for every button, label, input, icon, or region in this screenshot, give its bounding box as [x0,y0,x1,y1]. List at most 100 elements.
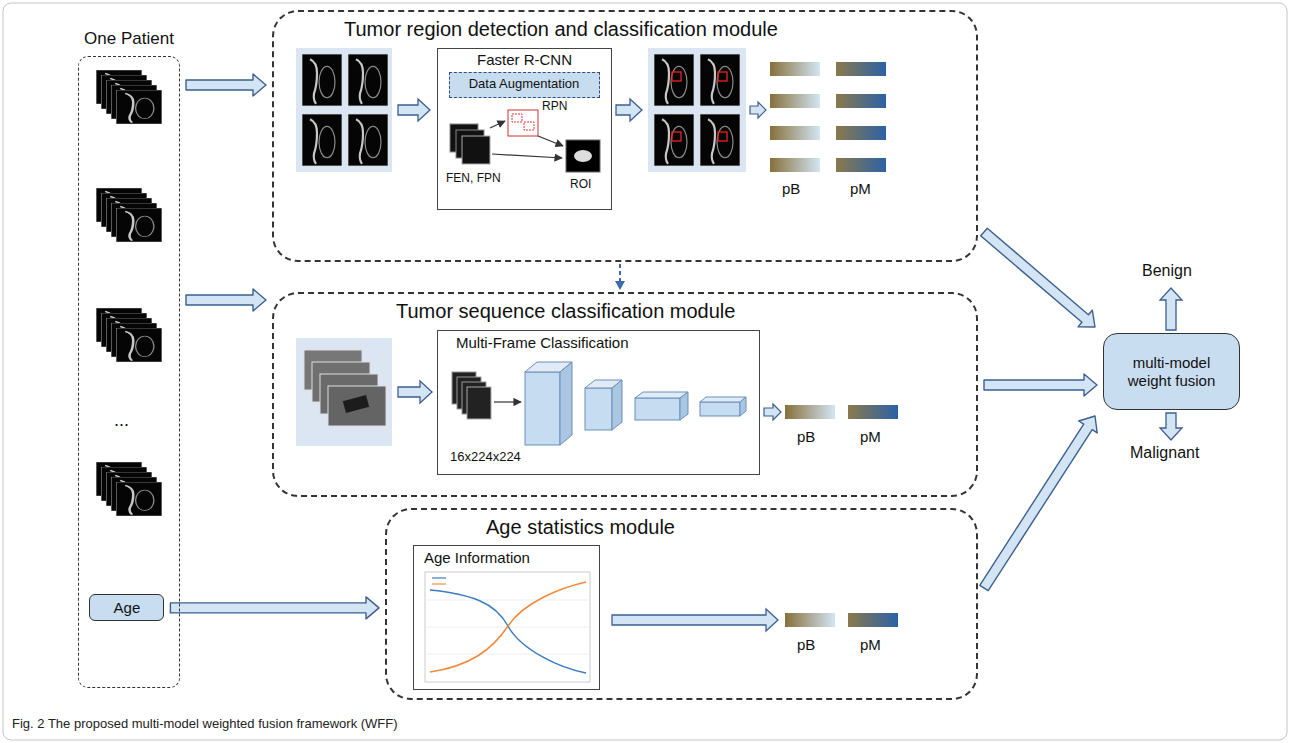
node-title: Faster R-CNN [438,51,611,68]
ellipsis: ... [114,410,129,431]
image-panel [296,48,392,172]
augmentation-box: Data Augmentation [449,72,600,98]
figure-caption: Fig. 2 The proposed multi-model weighted… [12,716,398,731]
chart-frame [425,572,590,682]
figure-frame [3,3,1287,740]
module-box: Tumor sequence classification moduleMult… [272,292,978,497]
layer-label: RPN [542,100,567,114]
image-stack [96,188,162,242]
detection-box [672,72,681,81]
detection-box [718,72,727,81]
mri-slice [700,114,740,166]
flow-arrow [984,374,1097,396]
dashed-connector [615,264,625,290]
input-frame [467,387,491,419]
flow-arrow [750,102,766,118]
mri-slice [302,114,342,166]
connector-line [619,264,621,282]
layer-side [680,392,688,420]
image-panel [648,48,746,172]
prob-bar [836,94,886,108]
benign-curve [430,590,586,673]
layer-side [740,397,746,416]
prob-bar [770,126,820,140]
node-title: Age [114,599,141,616]
flow-arrow [1160,413,1182,440]
detection-box [672,132,681,141]
node-title: multi-model weight fusion [1118,354,1225,390]
node-title: Data Augmentation [469,77,580,92]
layer-front [635,398,680,420]
layer-label: ROI [570,178,591,192]
layer-front [585,388,612,430]
network-layer [700,397,746,416]
layer-side [612,380,622,430]
flow-line [538,136,563,146]
mri-slice [348,114,388,166]
tumor-frame [328,386,386,426]
mri-slice [116,328,162,362]
node-title: Age statistics module [486,516,976,539]
flow-line [490,121,505,128]
flow-arrow [170,597,379,619]
image-stack [96,462,162,516]
image-panel [296,338,392,446]
flow-arrow [981,228,1095,327]
proposal-box [524,122,534,130]
flow-arrow [186,74,266,96]
layer-side [560,362,572,445]
prob-bar [836,126,886,140]
module-box: Age statistics moduleAge Information [385,508,978,700]
output-label: Malignant [1130,444,1199,462]
flow-arrow [616,99,642,121]
node-title: Tumor region detection and classificatio… [344,18,976,41]
prob-bar [770,62,820,76]
arrow-head [615,281,625,290]
layer-front [525,372,560,445]
layer-top [635,392,688,398]
mri-slice [116,208,162,242]
proposal-box [512,114,522,122]
flow-arrow [186,289,266,311]
flow-line [492,154,562,158]
mri-slice [654,54,694,106]
feature-map [462,136,490,164]
patient-group: One PatientAge [78,56,180,688]
output-label: Benign [1142,262,1192,280]
network-layer [525,362,572,445]
flow-line [494,401,521,402]
network-layer [635,392,688,420]
flow-arrow [980,416,1097,591]
flow-arrow [764,404,781,420]
flow-arrow [398,99,430,121]
chart-box: Age Information [413,545,600,690]
flow-arrow [398,381,432,403]
network-layer [585,380,622,430]
layer-label: FEN, FPN [446,172,501,186]
image-stack [96,70,162,124]
layer-top [700,397,746,402]
node-title: Multi-Frame Classification [456,334,759,351]
layer-front [700,402,740,416]
roi-blob [574,150,592,162]
flow-arrow [1160,288,1182,330]
legend-line [432,577,446,578]
mri-slice [116,90,162,124]
mri-slice [116,482,162,516]
fusion-box: multi-model weight fusion [1103,333,1240,410]
prob-bar [836,62,886,76]
mri-slice [654,114,694,166]
prob-label: pM [850,180,871,197]
detection-box [718,132,727,141]
module-box: Tumor region detection and classificatio… [272,10,978,262]
prob-label: pB [782,180,800,197]
prob-label: pM [860,636,881,653]
prob-bar [785,405,835,419]
node-title: Age Information [424,549,599,566]
mri-slice [302,54,342,106]
prob-bar [848,405,898,419]
grid-line [425,654,590,655]
roi-image [566,140,600,172]
